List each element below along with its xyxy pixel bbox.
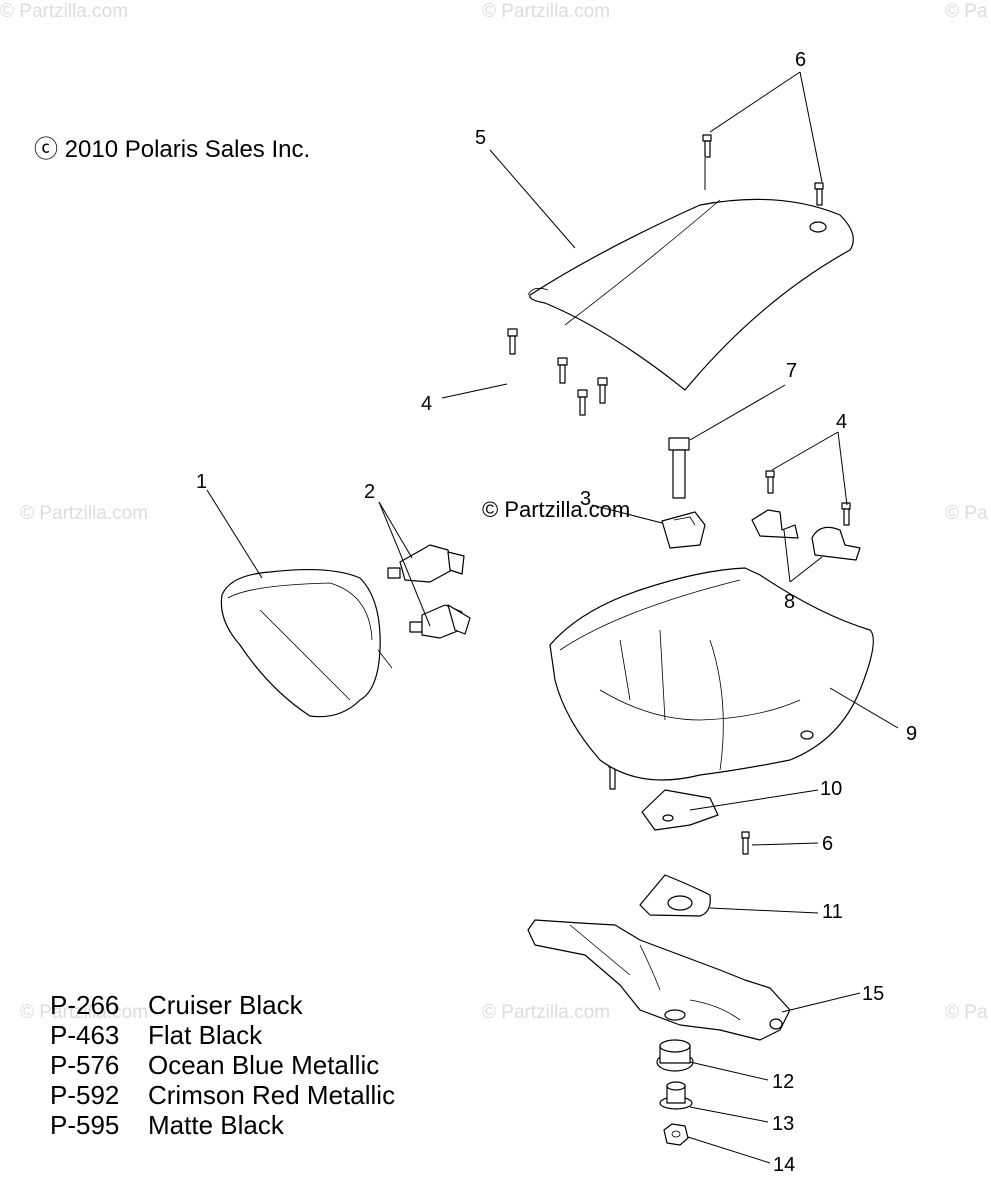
copyright-notice: ⓒ 2010 Polaris Sales Inc.	[34, 136, 311, 163]
callout-13: 13	[772, 1113, 794, 1135]
paint-name: Matte Black	[148, 1110, 284, 1140]
watermark-bottom-right: © Pa	[945, 1002, 988, 1023]
paint-code: P-576	[50, 1050, 120, 1080]
part-6-screw-top-right	[814, 182, 824, 206]
callout-2: 2	[364, 481, 375, 503]
paint-name: Flat Black	[148, 1020, 263, 1050]
paint-name: Crimson Red Metallic	[148, 1080, 396, 1110]
watermark-bottom-center: © Partzilla.com	[482, 1002, 610, 1023]
callout-10: 10	[820, 778, 842, 800]
leader-lines	[206, 71, 899, 1164]
paint-code-row: P-592 Crimson Red Metallic	[50, 1080, 395, 1110]
part-12-bushing	[656, 1039, 694, 1072]
watermark-top-right: © Pa	[945, 1, 988, 22]
callout-14: 14	[773, 1154, 795, 1176]
callout-7: 7	[786, 360, 797, 382]
part-14-nut	[663, 1123, 689, 1146]
watermark-mid-right: © Pa	[945, 503, 988, 524]
paint-code-row: P-266 Cruiser Black	[50, 990, 395, 1020]
callout-8: 8	[784, 591, 795, 613]
callout-15: 15	[862, 983, 884, 1005]
paint-name: Ocean Blue Metallic	[148, 1050, 380, 1080]
paint-code: P-266	[50, 990, 120, 1020]
part-11-grommet	[639, 874, 711, 917]
part-2-bulb-lower	[409, 604, 471, 639]
part-2-bulb-upper	[387, 544, 465, 583]
paint-name: Cruiser Black	[148, 990, 303, 1020]
watermark-top-center: © Partzilla.com	[482, 1, 610, 22]
callout-4-right: 4	[836, 411, 847, 433]
callout-6-lower: 6	[822, 833, 833, 855]
part-4-screws-left-group	[507, 328, 608, 416]
callout-9: 9	[906, 723, 917, 745]
watermark-mid-left: © Partzilla.com	[20, 503, 148, 524]
paint-code-legend: P-266 Cruiser Black P-463 Flat Black P-5…	[50, 990, 395, 1140]
part-8-clamps	[751, 509, 861, 561]
callout-4-left: 4	[421, 393, 432, 415]
callout-3: 3	[580, 488, 591, 510]
callout-6-top: 6	[795, 49, 806, 71]
paint-code: P-463	[50, 1020, 120, 1050]
inline-watermark: © Partzilla.com	[482, 497, 631, 522]
part-4-screws-right-group	[765, 470, 851, 526]
part-10-pad	[641, 789, 719, 831]
watermark-top-left: © Partzilla.com	[0, 1, 128, 22]
callout-12: 12	[772, 1071, 794, 1093]
paint-code-row: P-576 Ocean Blue Metallic	[50, 1050, 395, 1080]
watermark-bottom-left: © Partzilla.com	[20, 1002, 148, 1023]
callout-5: 5	[475, 127, 486, 149]
part-1-headlight	[220, 568, 393, 718]
paint-code: P-592	[50, 1080, 120, 1110]
part-13-sleeve	[659, 1081, 693, 1110]
part-7-bolt	[668, 437, 690, 499]
callout-11: 11	[822, 901, 843, 923]
part-6-screw-top-left	[702, 134, 712, 158]
paint-code: P-595	[50, 1110, 120, 1140]
part-3-nut-block	[661, 511, 706, 549]
part-9-housing	[549, 567, 874, 781]
callout-1: 1	[196, 471, 207, 493]
paint-code-row: P-463 Flat Black	[50, 1020, 395, 1050]
paint-code-row: P-595 Matte Black	[50, 1110, 395, 1140]
part-5-top-cover	[527, 198, 854, 391]
part-6-screw-lower	[741, 831, 750, 855]
